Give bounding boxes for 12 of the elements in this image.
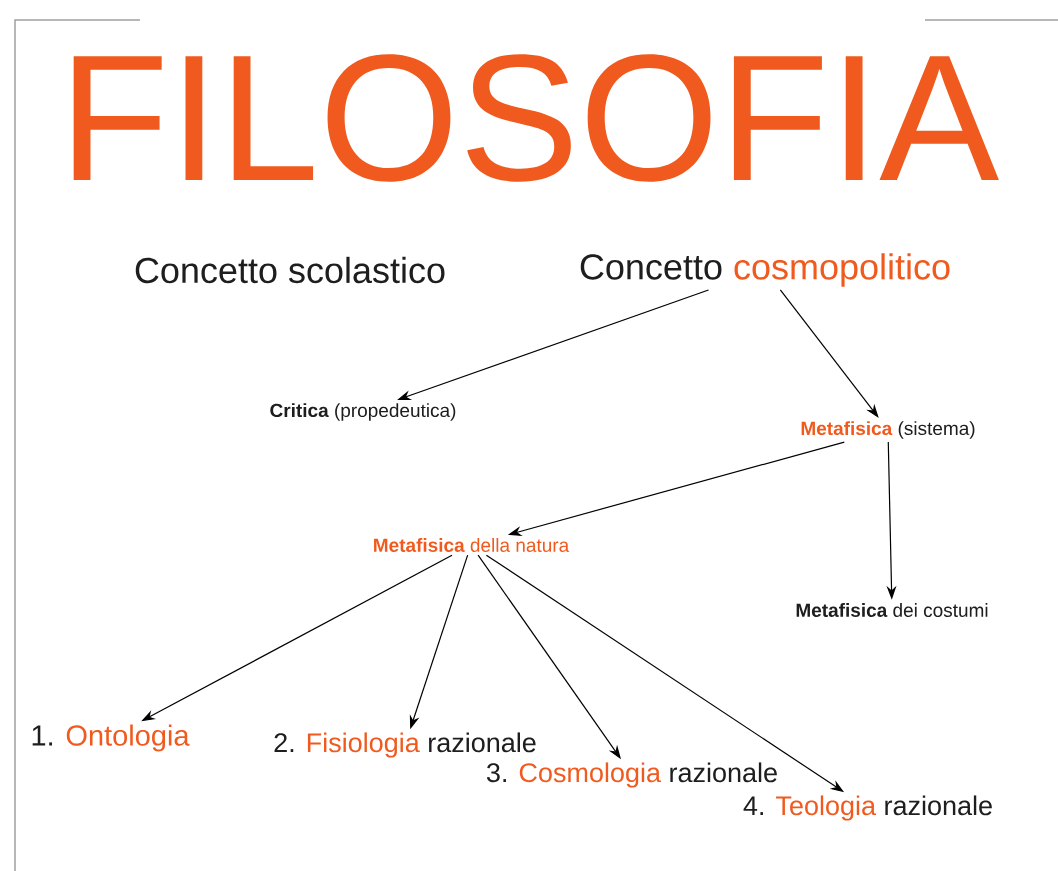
list-item-text: 2. Fisiologia razionale	[274, 732, 536, 758]
list-item-text: 4. Teologia razionale	[743, 795, 992, 821]
concept-text: Metafisica dei costumi	[796, 603, 988, 617]
concept-text: Metafisica (sistema)	[801, 421, 975, 439]
list-item-text: 1. Ontologia	[32, 724, 190, 752]
title-text: Concetto scolastico	[135, 256, 445, 284]
concept-text: Critica (propedeutica)	[270, 403, 456, 421]
arrow	[779, 289, 879, 418]
title-text: Concetto cosmopolitico	[580, 253, 950, 287]
concept-text: Metafisica della natura	[374, 538, 570, 552]
title: FILOSOFIA	[73, 54, 999, 182]
list-item-text: 3. Cosmologia razionale	[486, 762, 777, 788]
